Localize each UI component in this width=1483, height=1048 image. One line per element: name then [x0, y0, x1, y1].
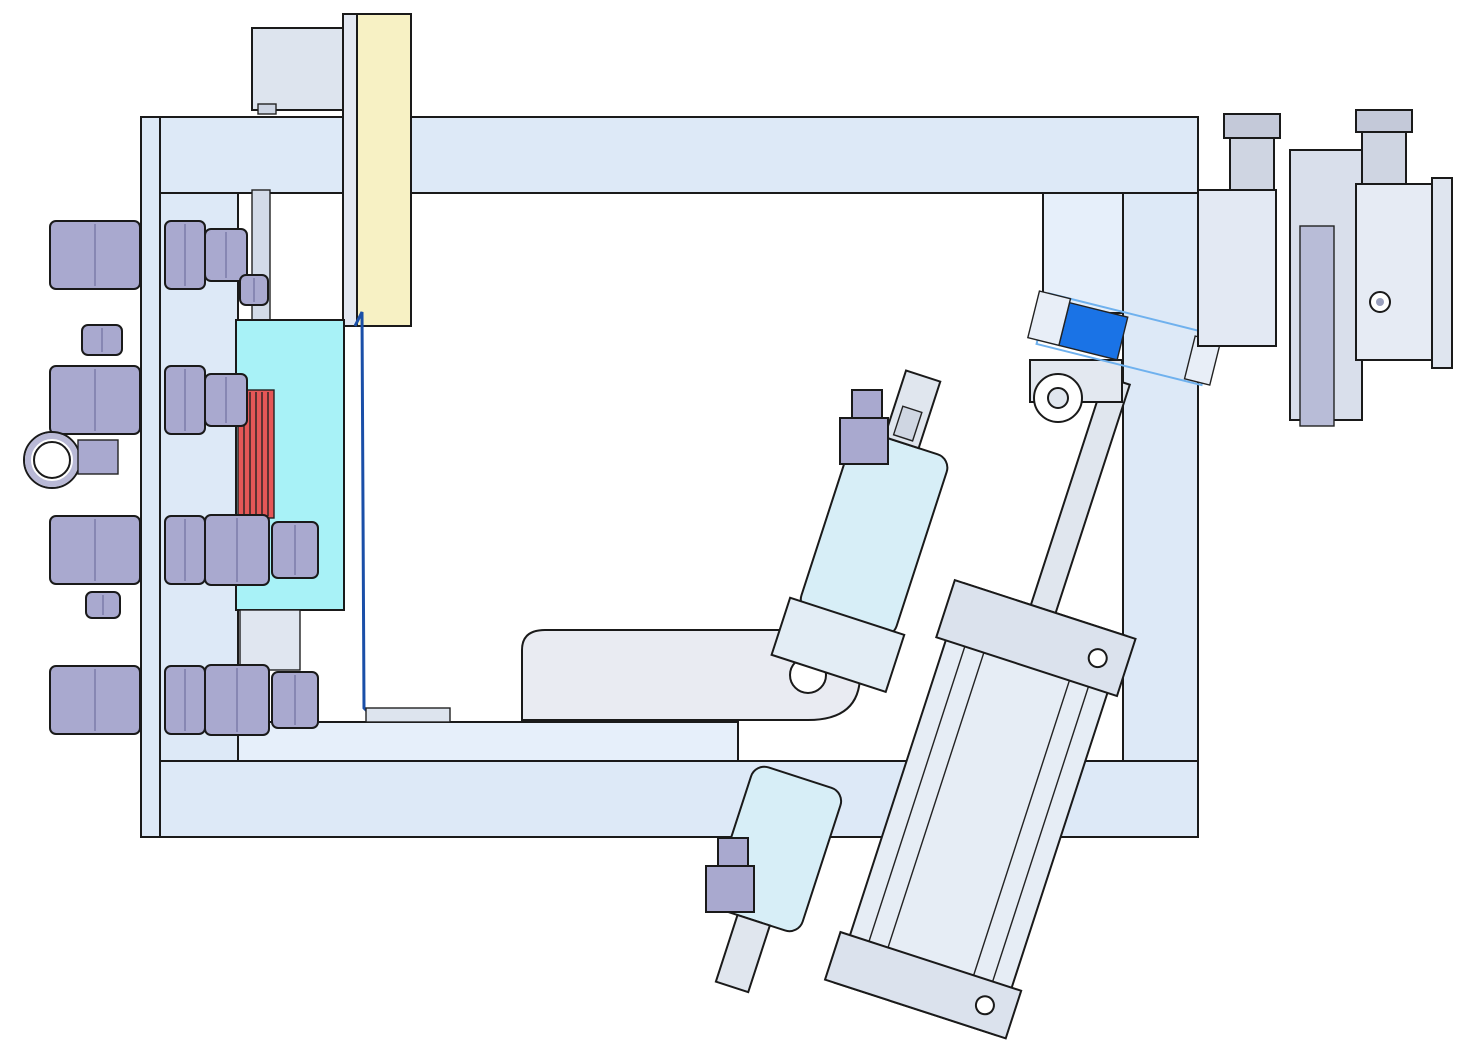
- left-fittings: [49, 220, 319, 736]
- sensor-foot: [257, 103, 277, 115]
- shutter-wire: [353, 311, 448, 722]
- tank-group: [235, 319, 345, 671]
- mounting-plate: [356, 13, 412, 327]
- actuator-bracket: [1029, 359, 1123, 423]
- wire-clamp: [365, 707, 451, 723]
- right-frame-post: [1122, 192, 1199, 762]
- sensor-box: [251, 27, 348, 111]
- bracket-block: [1042, 192, 1124, 314]
- elbow-fitting-lower: [705, 837, 755, 913]
- elbow-fitting-upper: [839, 389, 889, 465]
- viewport-window: [1026, 290, 1222, 387]
- plate-edge: [342, 13, 358, 327]
- linear-actuator: [823, 375, 1137, 1040]
- vacuum-flange-assembly: [1197, 109, 1453, 427]
- upper-mount: [251, 13, 412, 327]
- eye-bolt: [23, 431, 119, 489]
- tank-base: [239, 609, 301, 671]
- top-frame-beam: [159, 116, 1199, 194]
